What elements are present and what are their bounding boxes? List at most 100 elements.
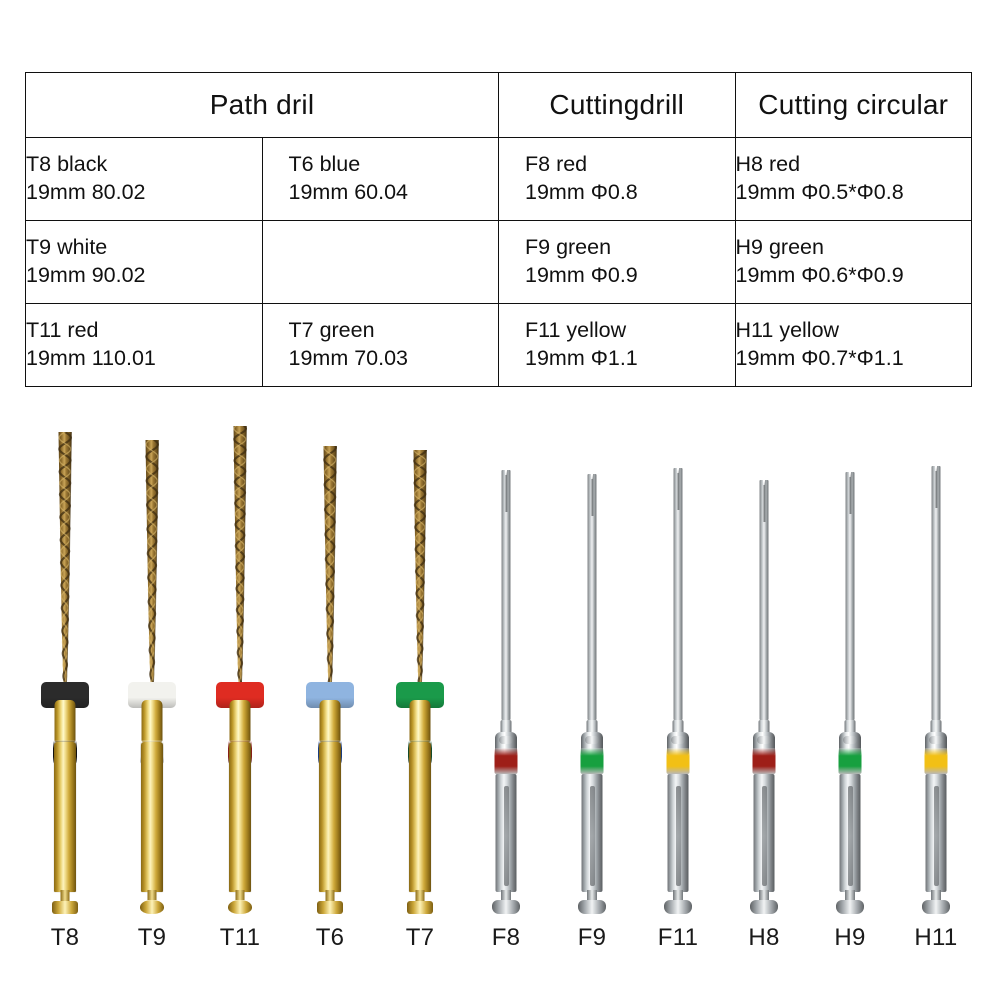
drill-body — [638, 434, 718, 914]
drill-label: F8 — [491, 924, 521, 951]
cell-line-1: T8 black — [26, 152, 108, 177]
handle-upper — [319, 700, 341, 742]
cell-h9: H9 green 19mm Φ0.6*Φ0.9 — [734, 220, 972, 304]
cell-line-2: 19mm Φ0.7*Φ1.1 — [735, 346, 904, 370]
drill-label: T9 — [137, 924, 167, 951]
header-path-dril: Path dril — [25, 72, 499, 138]
drill-label: T8 — [50, 924, 80, 951]
handle-shank — [667, 774, 689, 892]
table-header: Path dril Cuttingdrill Cutting circular — [25, 72, 972, 138]
drill-body — [552, 434, 632, 914]
straight-shaft — [587, 474, 597, 720]
cell-t8: T8 black 19mm 80.02 — [25, 137, 263, 221]
handle-latch-foot — [750, 890, 778, 914]
cell-f9: F9 green 19mm Φ0.9 — [498, 220, 736, 304]
twisted-flute-icon — [403, 450, 437, 682]
handle-upper — [229, 700, 251, 742]
handle-upper — [54, 700, 76, 742]
drill-body — [290, 434, 370, 914]
straight-shaft — [931, 466, 941, 720]
color-code-ring — [752, 748, 776, 774]
drill-label: F11 — [657, 924, 699, 951]
cell-t6: T6 blue 19mm 60.04 — [261, 137, 499, 221]
handle-shank — [753, 774, 775, 892]
handle-latch-foot — [578, 890, 606, 914]
handle-latch-foot — [922, 890, 950, 914]
table-row: T11 red 19mm 110.01 T7 green 19mm 70.03 … — [25, 303, 972, 387]
drill-body — [724, 434, 804, 914]
cell-line-1: F9 green — [525, 235, 612, 260]
handle-latch-foot — [227, 890, 253, 914]
handle-shank — [229, 742, 251, 892]
table-body: T8 black 19mm 80.02 T6 blue 19mm 60.04 F… — [25, 137, 972, 387]
handle-shank — [54, 742, 76, 892]
handle-shank — [925, 774, 947, 892]
straight-shaft — [759, 480, 769, 720]
table-row: T8 black 19mm 80.02 T6 blue 19mm 60.04 F… — [25, 137, 972, 221]
color-code-ring — [838, 748, 862, 774]
handle-shank — [141, 742, 163, 892]
shaft-neck — [672, 720, 684, 734]
drill-body — [466, 434, 546, 914]
shaft-neck — [586, 720, 598, 734]
handle-latch-foot — [836, 890, 864, 914]
drill-body — [112, 434, 192, 914]
color-code-ring — [580, 748, 604, 774]
shaft-neck — [758, 720, 770, 734]
cell-line-2: 19mm Φ0.6*Φ0.9 — [735, 263, 904, 287]
straight-shaft — [673, 468, 683, 720]
handle-shank — [839, 774, 861, 892]
shaft-neck — [500, 720, 512, 734]
handle-latch-foot — [664, 890, 692, 914]
cell-line-2: 19mm Φ1.1 — [525, 346, 638, 370]
cell-line-2: 19mm 60.04 — [288, 180, 409, 204]
cell-line-1: H8 red — [735, 152, 801, 177]
cell-t11: T11 red 19mm 110.01 — [25, 303, 263, 387]
header-cutting-drill: Cuttingdrill — [498, 72, 736, 138]
drill-label: H8 — [748, 924, 780, 951]
cell-line-1: T11 red — [26, 318, 99, 343]
handle-latch-foot — [407, 890, 433, 914]
color-code-ring — [494, 748, 518, 774]
cell-line-1: F11 yellow — [525, 318, 627, 343]
handle-latch-foot — [52, 890, 78, 914]
cell-line-1: H9 green — [735, 235, 824, 260]
cell-line-2: 19mm Φ0.9 — [525, 263, 638, 287]
cell-f11: F11 yellow 19mm Φ1.1 — [498, 303, 736, 387]
straight-shaft — [501, 470, 511, 720]
cell-line-1: H11 yellow — [735, 318, 840, 343]
shaft-neck — [930, 720, 942, 734]
straight-shaft — [845, 472, 855, 720]
cell-h11: H11 yellow 19mm Φ0.7*Φ1.1 — [734, 303, 972, 387]
twisted-flute-icon — [223, 426, 257, 682]
cell-t9: T9 white 19mm 90.02 — [25, 220, 263, 304]
twisted-flute-icon — [48, 432, 82, 682]
table-header-row: Path dril Cuttingdrill Cutting circular — [25, 72, 972, 138]
cell-empty — [261, 220, 499, 304]
handle-latch-foot — [317, 890, 343, 914]
header-cutting-circular: Cutting circular — [734, 72, 972, 138]
cell-line-2: 19mm 70.03 — [288, 346, 409, 370]
drill-label: T11 — [219, 924, 261, 951]
drill-label: H9 — [834, 924, 866, 951]
drill-body — [200, 426, 280, 914]
drill-body — [896, 434, 976, 914]
handle-upper — [409, 700, 431, 742]
handle-latch-foot — [139, 890, 165, 914]
product-photo-row: T8 T9 — [0, 400, 1000, 1000]
table-row: T9 white 19mm 90.02 F9 green 19mm Φ0.9 H… — [25, 220, 972, 304]
drill-body — [810, 434, 890, 914]
cell-line-2: 19mm Φ0.5*Φ0.8 — [735, 180, 904, 204]
drill-body — [25, 432, 105, 914]
cell-line-2: 19mm 110.01 — [26, 346, 156, 370]
handle-shank — [495, 774, 517, 892]
drill-label: F9 — [577, 924, 607, 951]
twisted-flute-icon — [135, 440, 169, 682]
drill-label: T6 — [315, 924, 345, 951]
cell-line-1: T7 green — [288, 318, 375, 343]
handle-upper — [141, 700, 163, 742]
color-code-ring — [924, 748, 948, 774]
drill-body — [380, 434, 460, 914]
cell-line-2: 19mm 80.02 — [26, 180, 146, 204]
color-code-ring — [666, 748, 690, 774]
